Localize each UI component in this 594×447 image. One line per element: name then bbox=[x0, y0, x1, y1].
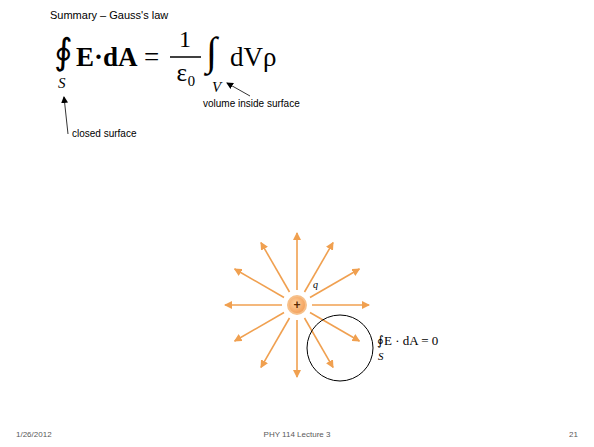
field-lines bbox=[225, 233, 369, 377]
fraction-numerator: 1 bbox=[179, 27, 191, 51]
formula-subscript: S bbox=[58, 76, 66, 91]
integral-symbol: ∮ bbox=[54, 34, 73, 70]
field-arrow bbox=[305, 243, 334, 292]
field-arrow bbox=[296, 320, 298, 377]
slide-number: 21 bbox=[569, 431, 578, 439]
leader-line bbox=[64, 97, 68, 134]
field-arrow bbox=[296, 233, 298, 290]
surface-label: S bbox=[378, 351, 384, 362]
formula-term: E·dA bbox=[76, 44, 138, 71]
fraction-denominator: ε₀ bbox=[176, 60, 195, 85]
gaussian-surface bbox=[307, 315, 373, 381]
annotation: closed surface bbox=[72, 129, 136, 139]
field-arrow bbox=[235, 313, 284, 342]
formula-term: dVρ bbox=[230, 44, 276, 71]
field-arrow bbox=[310, 269, 359, 298]
integral-symbol: ∫ bbox=[206, 32, 217, 72]
footer-course: PHY 114 Lecture 3 bbox=[264, 431, 331, 439]
field-arrow bbox=[312, 304, 369, 306]
flux-formula: ∮E · dA = 0 bbox=[377, 334, 438, 347]
charge-label: q bbox=[313, 280, 318, 290]
field-arrow bbox=[261, 243, 290, 292]
leader-line bbox=[227, 83, 250, 96]
annotation: volume inside surface bbox=[203, 99, 300, 109]
equals-sign: = bbox=[144, 44, 159, 71]
point-charge: + bbox=[287, 295, 307, 315]
field-arrow bbox=[225, 304, 282, 306]
field-arrow bbox=[235, 269, 284, 298]
slide-title: Summary – Gauss's law bbox=[50, 10, 168, 21]
footer-date: 1/26/2012 bbox=[16, 431, 52, 439]
fraction-bar bbox=[170, 56, 201, 58]
charge-sign: + bbox=[293, 299, 300, 311]
field-arrow bbox=[261, 318, 290, 367]
formula-subscript: V bbox=[212, 80, 221, 95]
